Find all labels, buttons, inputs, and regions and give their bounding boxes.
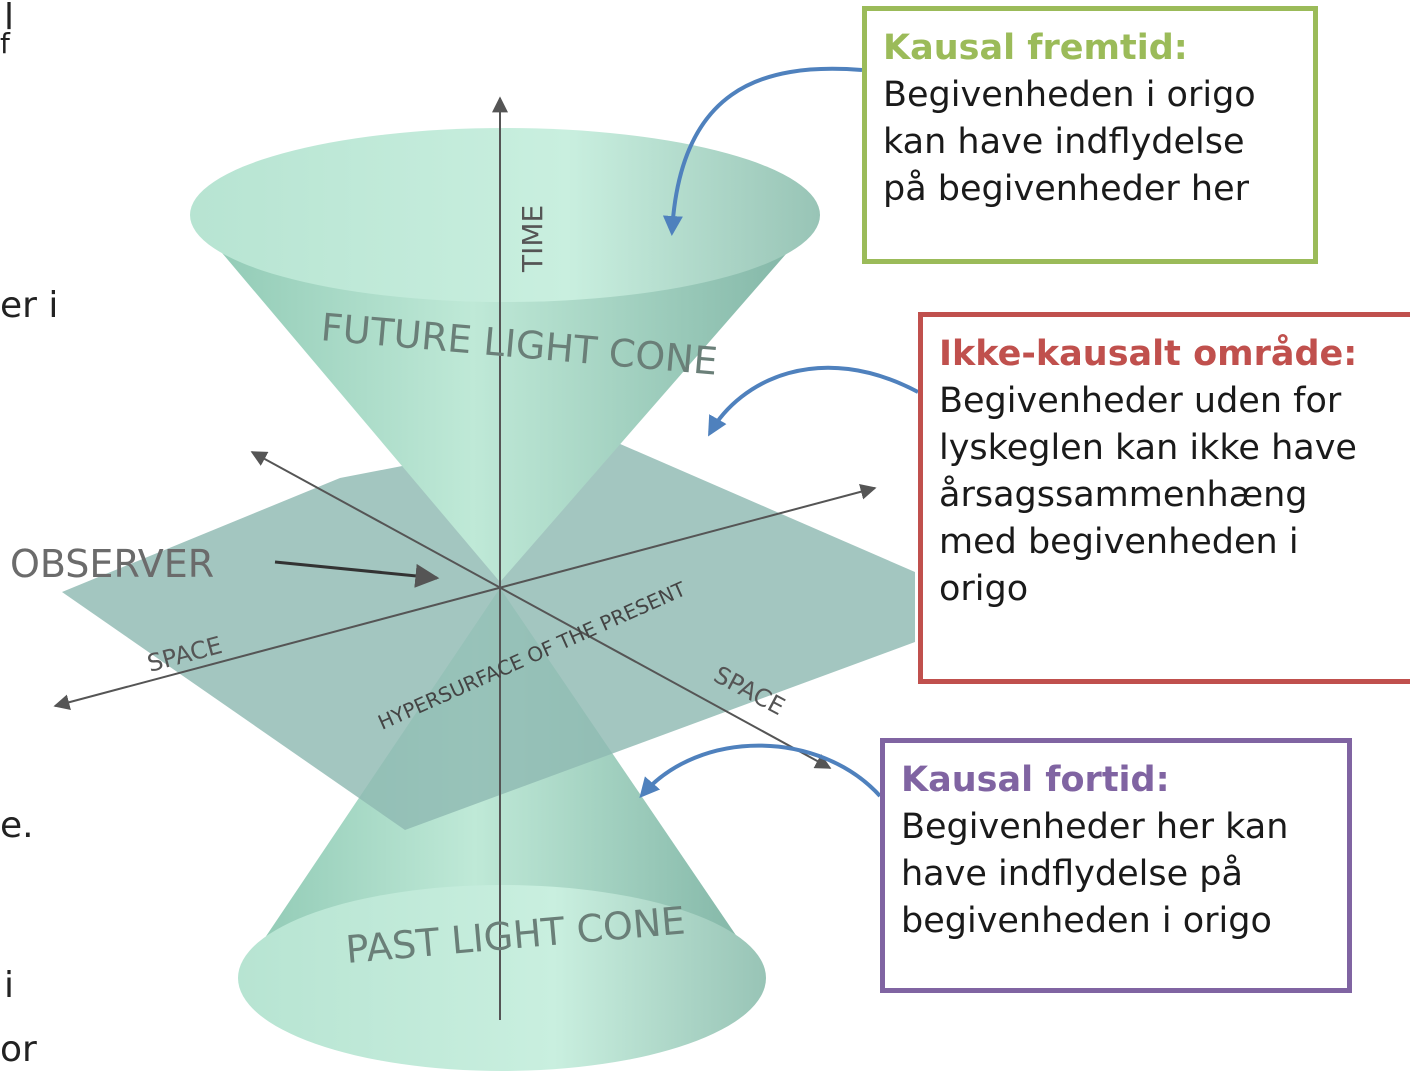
non-causal-region-callout: Ikke-kausalt område: Begivenheder uden f…: [918, 312, 1410, 684]
causal-future-callout: Kausal fremtid: Begivenheden i origo kan…: [862, 6, 1318, 264]
past-callout-arrow: [639, 743, 882, 799]
callout-text: Begivenheden i origo kan have indflydels…: [883, 75, 1256, 209]
edge-text-fragment: f: [0, 27, 10, 60]
callout-title: Kausal fremtid:: [883, 28, 1188, 68]
future-callout-arrow: [662, 66, 863, 236]
edge-text-fragment: or: [0, 1029, 37, 1070]
edge-text-fragment: e.: [0, 805, 34, 846]
callout-title: Kausal fortid:: [901, 760, 1170, 800]
callout-text: Begivenheder uden for lyskeglen kan ikke…: [939, 381, 1357, 609]
edge-text-fragment: l: [4, 0, 15, 38]
edge-text-fragment: i: [4, 965, 15, 1006]
future-light-cone: [190, 128, 820, 582]
observer-label: OBSERVER: [10, 542, 214, 586]
causal-past-callout: Kausal fortid: Begivenheder her kan have…: [880, 738, 1352, 993]
edge-text-fragment: er i: [0, 285, 59, 326]
callout-text: Begivenheder her kan have indflydelse på…: [901, 807, 1289, 941]
space-axis-right: [53, 483, 877, 711]
time-label: TIME: [516, 205, 549, 273]
callout-title: Ikke-kausalt område:: [939, 334, 1358, 374]
noncausal-callout-arrow: [708, 365, 919, 437]
observer-arrow: [274, 560, 440, 588]
